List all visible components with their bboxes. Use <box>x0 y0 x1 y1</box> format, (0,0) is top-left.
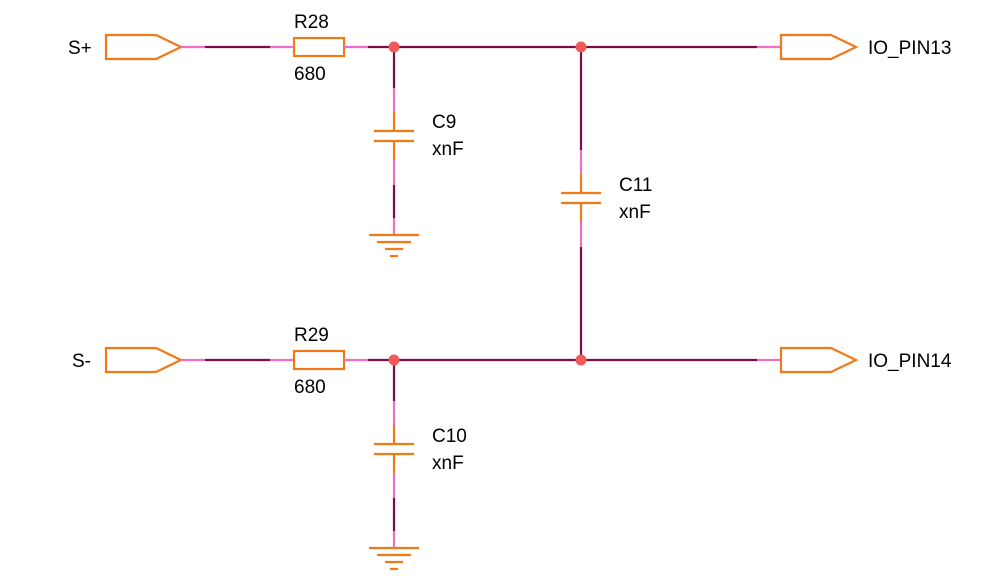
c10-ref-label: C10 <box>432 426 467 447</box>
c11-ref-label: C11 <box>619 175 652 196</box>
port-io-pin13 <box>757 33 859 61</box>
c9-ref-label: C9 <box>432 112 456 133</box>
capacitor-c10 <box>374 401 414 498</box>
capacitor-c11 <box>561 150 601 247</box>
r28-value-label: 680 <box>294 64 326 85</box>
resistor-r28 <box>270 36 368 58</box>
port-s-minus <box>104 346 205 374</box>
r29-value-label: 680 <box>294 377 326 398</box>
port-io-pin14 <box>757 346 859 374</box>
ground-symbol-c10 <box>369 531 419 571</box>
junction-dot <box>388 354 400 366</box>
port-label-io-pin14: IO_PIN14 <box>868 351 952 372</box>
c11-value-label: xnF <box>619 202 651 223</box>
ground-symbol-c9 <box>369 218 419 258</box>
c10-value-label: xnF <box>432 453 464 474</box>
port-label-s-plus: S+ <box>68 38 92 59</box>
junction-dot <box>575 354 587 366</box>
port-label-s-minus: S- <box>72 351 91 372</box>
c9-value-label: xnF <box>432 139 464 160</box>
resistor-r29 <box>270 349 368 371</box>
r29-ref-label: R29 <box>294 325 329 346</box>
r28-ref-label: R28 <box>294 12 329 33</box>
junction-dot <box>575 41 587 53</box>
capacitor-c9 <box>374 88 414 185</box>
junction-dot <box>388 41 400 53</box>
port-label-io-pin13: IO_PIN13 <box>868 38 951 59</box>
port-s-plus <box>104 33 205 61</box>
